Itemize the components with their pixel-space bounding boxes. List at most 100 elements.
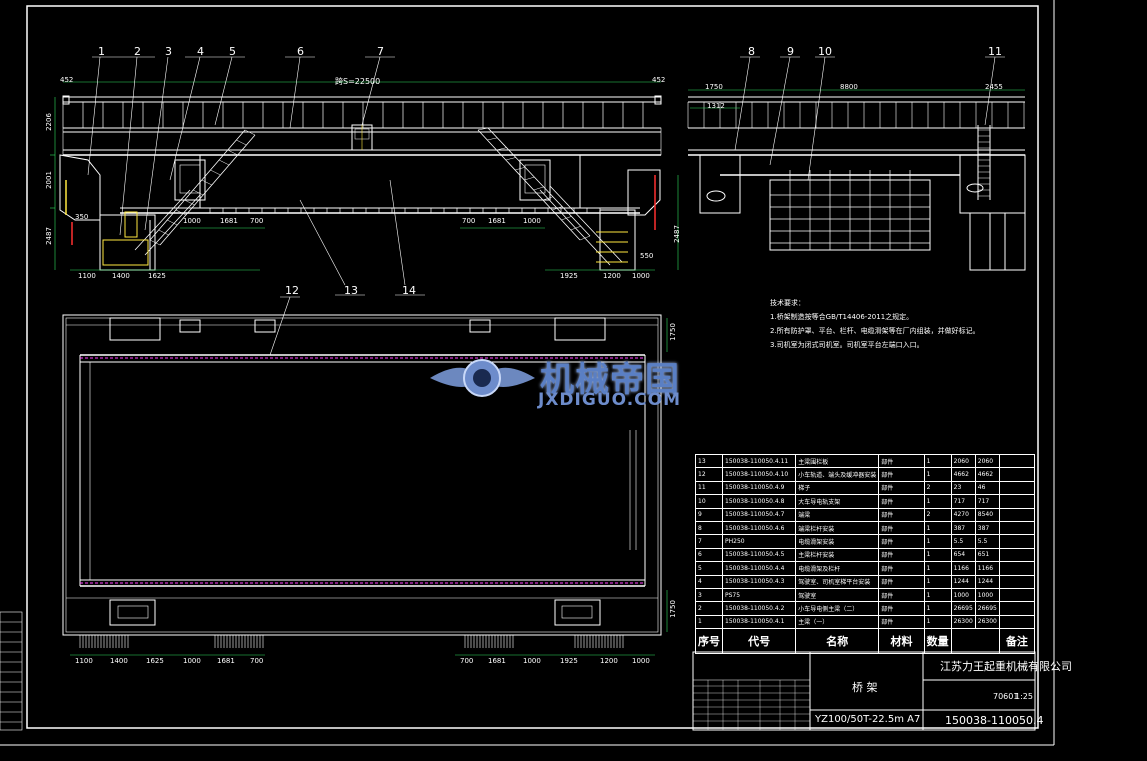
table-cell: 3 bbox=[695, 587, 723, 603]
table-cell: 1166 bbox=[950, 561, 976, 576]
table-cell: 150038-110050.4.5 bbox=[721, 547, 797, 563]
dim-plan-bottom-left-5: 700 bbox=[250, 657, 264, 665]
drawing-number: 150038-110050.4 bbox=[945, 714, 1044, 727]
balloon-5: 5 bbox=[229, 45, 236, 58]
technical-notes: 技术要求： 1.桥架制造按等合GB/T14406-2011之规定。 2.所有防护… bbox=[770, 296, 980, 352]
table-cell: PH250 bbox=[721, 534, 797, 549]
table-cell: 部件 bbox=[878, 574, 925, 589]
table-header-cell: 代号 bbox=[721, 628, 797, 655]
dim-bottom-mid-left-1: 1681 bbox=[220, 217, 238, 225]
table-header-cell: 名称 bbox=[795, 628, 880, 655]
table-cell: 2060 bbox=[950, 453, 976, 469]
drawing-name: 桥 架 bbox=[852, 681, 878, 694]
dim-height-bot: 2487 bbox=[44, 227, 53, 245]
dim-left-small: 350 bbox=[75, 213, 89, 221]
dim-plan-bottom-left-4: 1681 bbox=[217, 657, 235, 665]
dim-bottom-right-2: 1000 bbox=[632, 272, 650, 280]
dim-side-top-inner: 1312 bbox=[707, 102, 725, 110]
balloon-12: 12 bbox=[285, 284, 299, 297]
table-cell: 150038-110050.4.7 bbox=[721, 507, 797, 522]
table-cell: 717 bbox=[950, 494, 976, 509]
dim-bottom-mid-right-1: 1681 bbox=[488, 217, 506, 225]
table-cell: 驾驶室 bbox=[795, 587, 880, 603]
table-cell: 387 bbox=[974, 520, 1000, 536]
table-header-cell: 材料 bbox=[878, 628, 925, 655]
table-cell: 150038-110050.4.2 bbox=[721, 601, 797, 616]
dim-bottom-left-0: 1100 bbox=[78, 272, 96, 280]
table-cell: 150038-110050.4.1 bbox=[721, 614, 797, 630]
table-header-cell bbox=[950, 628, 1000, 655]
balloon-7: 7 bbox=[377, 45, 384, 58]
table-cell: 8 bbox=[695, 520, 723, 536]
table-cell: 部件 bbox=[878, 494, 925, 509]
balloon-9: 9 bbox=[787, 45, 794, 58]
table-cell: 654 bbox=[950, 547, 976, 563]
table-cell-remark bbox=[998, 547, 1036, 563]
table-cell: 梯子 bbox=[795, 480, 880, 496]
balloon-3: 3 bbox=[165, 45, 172, 58]
table-cell: 150038-110050.4.8 bbox=[721, 494, 797, 509]
table-cell: 部件 bbox=[878, 507, 925, 522]
dim-plan-bottom-left-3: 1000 bbox=[183, 657, 201, 665]
table-cell: 2 bbox=[695, 601, 723, 616]
table-cell: 46 bbox=[974, 480, 1000, 496]
gear-wing-logo-icon bbox=[430, 359, 535, 397]
table-cell: 端梁栏杆安装 bbox=[795, 520, 880, 536]
table-cell: 26300 bbox=[950, 614, 976, 630]
table-cell: 651 bbox=[974, 547, 1000, 563]
table-cell: 1 bbox=[923, 453, 952, 469]
table-cell: 717 bbox=[974, 494, 1000, 509]
dim-bottom-left-2: 1625 bbox=[148, 272, 166, 280]
table-cell-remark bbox=[998, 587, 1036, 603]
dim-side-top-left: 1750 bbox=[705, 83, 723, 91]
table-cell: 1 bbox=[923, 614, 952, 630]
balloon-8: 8 bbox=[748, 45, 755, 58]
table-cell: 1 bbox=[923, 534, 952, 549]
table-cell: 小车轨道、端头及缓冲器安装 bbox=[795, 467, 880, 482]
table-cell: 1 bbox=[923, 547, 952, 563]
table-cell: 1244 bbox=[974, 574, 1000, 589]
dim-right-height: 2487 bbox=[672, 225, 681, 243]
dim-bottom-mid-right-2: 1000 bbox=[523, 217, 541, 225]
table-cell: 电缆滑架及栏杆 bbox=[795, 561, 880, 576]
dim-plan-bottom-right-3: 1925 bbox=[560, 657, 578, 665]
table-cell: 部件 bbox=[878, 467, 925, 482]
balloon-14: 14 bbox=[402, 284, 416, 297]
dim-height-top: 2206 bbox=[44, 113, 53, 131]
table-header-cell: 序号 bbox=[695, 628, 723, 655]
dim-plan-bottom-right-1: 1681 bbox=[488, 657, 506, 665]
table-cell: 1166 bbox=[974, 561, 1000, 576]
table-cell: 1000 bbox=[950, 587, 976, 603]
table-cell-remark bbox=[998, 480, 1036, 496]
balloon-13: 13 bbox=[344, 284, 358, 297]
table-cell: 5 bbox=[695, 561, 723, 576]
dim-plan-bottom-right-2: 1000 bbox=[523, 657, 541, 665]
table-cell: 12 bbox=[695, 467, 723, 482]
table-cell: 9 bbox=[695, 507, 723, 522]
table-cell: 主梁围栏板 bbox=[795, 453, 880, 469]
drawing-scale: 1:25 bbox=[1015, 692, 1033, 701]
table-cell: 26695 bbox=[974, 601, 1000, 616]
table-cell: 150038-110050.4.11 bbox=[721, 453, 797, 469]
table-cell: 4662 bbox=[974, 467, 1000, 482]
table-cell-remark bbox=[998, 561, 1036, 576]
table-cell: 387 bbox=[950, 520, 976, 536]
table-cell: PS75 bbox=[721, 587, 797, 603]
balloon-11: 11 bbox=[988, 45, 1002, 58]
table-header-row: 序号代号名称材料数量备注 bbox=[695, 628, 1036, 655]
dim-side-top-span: 8800 bbox=[840, 83, 858, 91]
dim-plan-right-bot: 1750 bbox=[668, 600, 677, 618]
left-revision-table bbox=[0, 611, 23, 731]
table-cell: 主梁栏杆安装 bbox=[795, 547, 880, 563]
dim-plan-bottom-left-0: 1100 bbox=[75, 657, 93, 665]
